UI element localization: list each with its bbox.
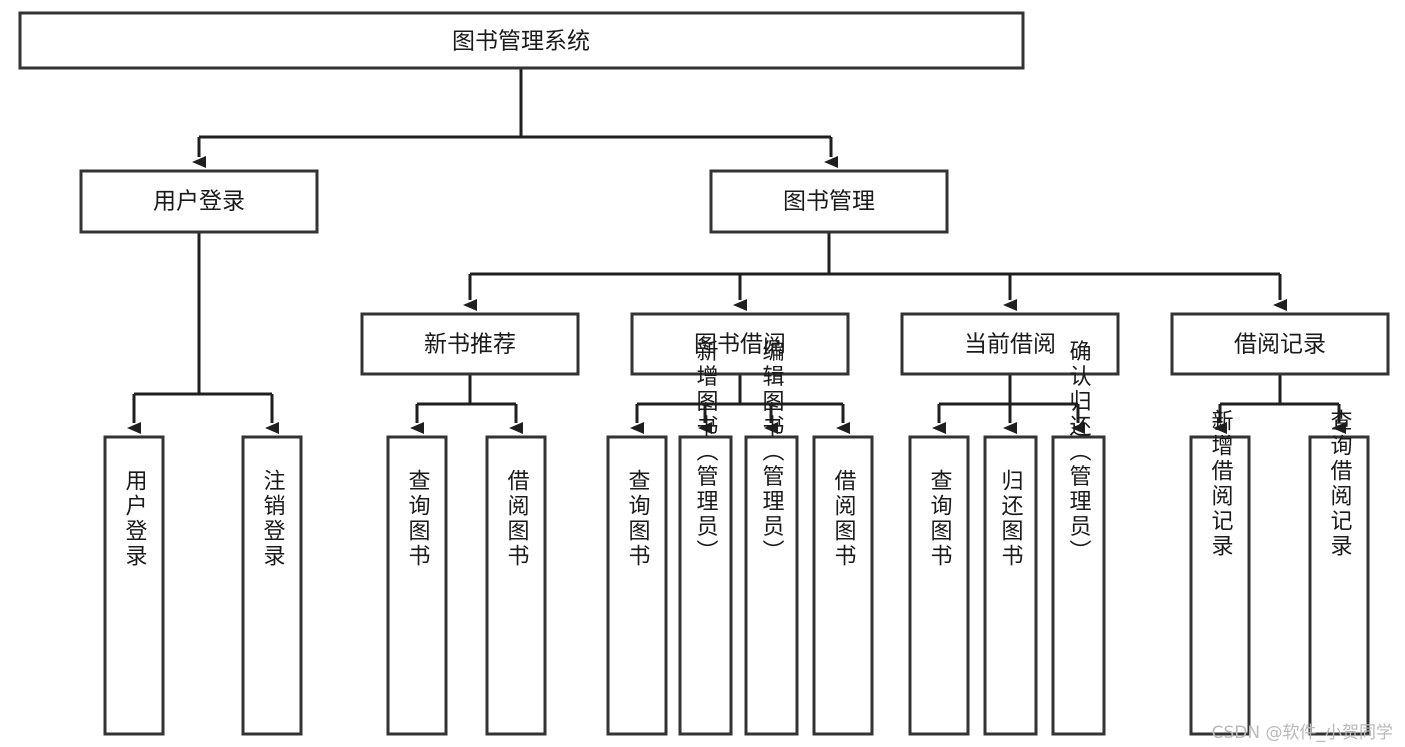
node-leaf-query-book-2-label: 查询图书	[625, 469, 651, 569]
node-leaf-user-logout-label: 注销登录	[260, 469, 286, 569]
node-current-borrow[interactable]: 当前借阅	[900, 312, 1120, 376]
node-borrow-record-label: 借阅记录	[1234, 332, 1326, 358]
node-leaf-user-login[interactable]: 用户登录	[103, 435, 165, 736]
node-root-label: 图书管理系统	[452, 29, 590, 55]
node-leaf-query-book-2[interactable]: 查询图书	[606, 435, 668, 736]
connector-user-login-to-leaves	[127, 232, 279, 434]
node-user-login-label: 用户登录	[153, 189, 245, 215]
node-leaf-add-book-label: 新增图书（管理员）	[693, 340, 719, 565]
node-book-manage[interactable]: 图书管理	[709, 169, 949, 234]
node-leaf-return-book-label: 归还图书	[998, 469, 1024, 569]
node-leaf-edit-book[interactable]: 编辑图书（管理员）	[744, 340, 799, 736]
node-leaf-user-login-label: 用户登录	[122, 469, 148, 569]
node-leaf-borrow-book-1-label: 借阅图书	[504, 469, 530, 569]
node-leaf-query-book-1-label: 查询图书	[405, 469, 431, 569]
node-leaf-query-book-3[interactable]: 查询图书	[908, 435, 970, 736]
node-leaf-borrow-book-2[interactable]: 借阅图书	[812, 435, 874, 736]
node-new-book-rec[interactable]: 新书推荐	[360, 312, 580, 376]
node-borrow-record[interactable]: 借阅记录	[1170, 312, 1390, 376]
node-leaf-borrow-book-1[interactable]: 借阅图书	[485, 435, 547, 736]
node-leaf-query-record[interactable]: 查询借阅记录	[1308, 409, 1370, 736]
node-book-borrow-label: 图书借阅	[694, 332, 786, 358]
connector-book-manage-to-level3	[463, 232, 1287, 311]
node-leaf-add-record[interactable]: 新增借阅记录	[1189, 409, 1251, 736]
node-leaf-edit-book-label: 编辑图书（管理员）	[759, 340, 785, 565]
node-user-login[interactable]: 用户登录	[79, 169, 319, 234]
connector-new-book-rec-to-leaves	[410, 374, 523, 434]
node-book-borrow[interactable]: 图书借阅	[630, 312, 850, 376]
node-leaf-confirm-return-label: 确认归还（管理员）	[1066, 340, 1092, 565]
connector-borrow-record-to-leaves	[1213, 374, 1346, 434]
connector-current-borrow-to-leaves	[932, 374, 1085, 434]
node-leaf-add-book[interactable]: 新增图书（管理员）	[678, 340, 733, 736]
node-leaf-query-record-label: 查询借阅记录	[1327, 409, 1353, 559]
connector-root-to-level2	[192, 68, 838, 168]
node-leaf-query-book-3-label: 查询图书	[927, 469, 953, 569]
node-leaf-add-record-label: 新增借阅记录	[1208, 409, 1234, 559]
node-root[interactable]: 图书管理系统	[18, 11, 1025, 70]
node-leaf-user-logout[interactable]: 注销登录	[241, 435, 303, 736]
node-new-book-rec-label: 新书推荐	[424, 332, 516, 358]
connector-book-borrow-to-leaves	[630, 374, 850, 434]
node-current-borrow-label: 当前借阅	[964, 332, 1056, 358]
node-book-manage-label: 图书管理	[783, 189, 875, 215]
node-leaf-return-book[interactable]: 归还图书	[983, 435, 1038, 736]
node-leaf-confirm-return[interactable]: 确认归还（管理员）	[1051, 340, 1106, 736]
node-leaf-query-book-1[interactable]: 查询图书	[386, 435, 448, 736]
node-leaf-borrow-book-2-label: 借阅图书	[831, 469, 857, 569]
